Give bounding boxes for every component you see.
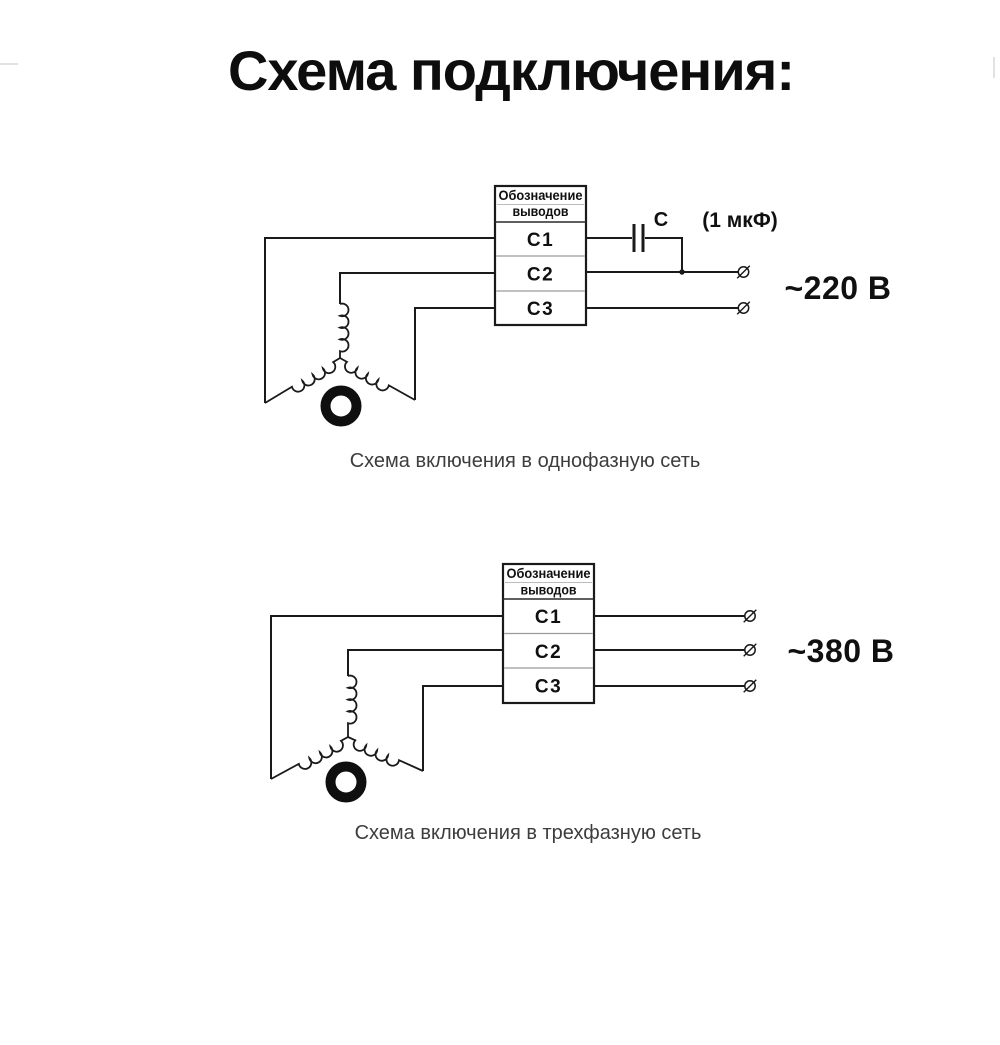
voltage-label-380: ~380 В xyxy=(787,633,894,669)
mains-terminal-icon xyxy=(743,643,757,657)
terminal-label-c1: С1 xyxy=(535,607,562,628)
wire-c1-left xyxy=(270,615,503,779)
mains-terminal-icon xyxy=(743,679,757,693)
wire-c3-left xyxy=(422,685,503,771)
capacitor-label: С xyxy=(654,209,668,231)
capacitor-value: (1 мкФ) xyxy=(702,209,777,232)
terminal-box-header-line1: Обозначение xyxy=(499,188,583,203)
single-phase-caption: Схема включения в однофазную сеть xyxy=(349,450,701,472)
single-phase-diagram: Обозначение выводов С1 С2 С3 С (1 мкФ) ~… xyxy=(264,184,891,427)
winding-coil-right xyxy=(347,736,424,772)
wire-capacitor-branch xyxy=(645,237,683,272)
mains-terminal-icon xyxy=(743,609,757,623)
mains-terminal-icon xyxy=(736,265,751,279)
winding-coil-top xyxy=(345,674,358,737)
terminal-label-c3: С3 xyxy=(535,677,562,698)
page-title: Схема подключения: xyxy=(227,39,795,102)
mains-terminal-icon xyxy=(736,301,751,315)
left-edge-artifact xyxy=(0,63,18,65)
motor-shaft-ring-icon xyxy=(325,761,367,803)
terminal-box-header-line2: выводов xyxy=(513,204,569,219)
terminal-label-c3: С3 xyxy=(527,299,554,320)
winding-coil-left xyxy=(264,357,341,404)
right-edge-artifact xyxy=(993,57,995,78)
wire-c2-left xyxy=(347,649,503,676)
winding-coil-left xyxy=(270,736,349,780)
wire-c2-left xyxy=(339,272,495,304)
terminal-box-header-line2: выводов xyxy=(521,583,577,598)
three-phase-diagram: Обозначение выводов С1 С2 С3 ~380 В xyxy=(270,562,894,803)
winding-coil-right xyxy=(339,357,416,401)
terminal-label-c1: С1 xyxy=(527,230,554,251)
winding-coil-top xyxy=(337,302,350,358)
voltage-label-220: ~220 В xyxy=(784,270,891,306)
terminal-label-c2: С2 xyxy=(527,265,554,286)
terminal-box-header-line1: Обозначение xyxy=(507,566,591,581)
terminal-label-c2: С2 xyxy=(535,642,562,663)
wire-c3-left xyxy=(414,307,495,400)
wire-c1-left xyxy=(264,237,495,403)
motor-shaft-ring-icon xyxy=(320,385,362,427)
three-phase-caption: Схема включения в трехфазную сеть xyxy=(354,822,702,844)
